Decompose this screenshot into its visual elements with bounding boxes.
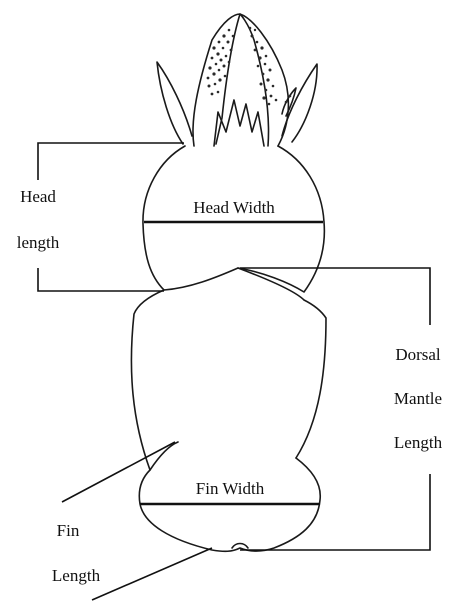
fin-length-label-line2: Length [52,566,101,585]
left-outer-arm [157,62,192,144]
dorsal-mantle-length-label-line3: Length [394,433,443,452]
head-width-label: Head Width [193,198,275,217]
dorsal-mantle-length-label-line2: Mantle [394,389,442,408]
right-inner-arm [240,14,288,146]
arms-group [157,14,317,146]
fin-length-leader-top [62,442,175,502]
fin-width-label: Fin Width [196,479,265,498]
head-length-label-line2: length [17,233,60,252]
sucker-dots-left [207,29,235,96]
head-outline [143,146,324,292]
sucker-dots-right [249,27,292,106]
fin-length-label-line1: Fin [57,521,80,540]
head-length-label-line1: Head [20,187,56,206]
dorsal-mantle-length-bracket [240,268,430,550]
dorsal-mantle-length-label-line1: Dorsal [395,345,441,364]
right-outer-arm [282,64,317,142]
mantle-outline [131,268,326,470]
fin-length-leader-bottom [92,548,212,600]
